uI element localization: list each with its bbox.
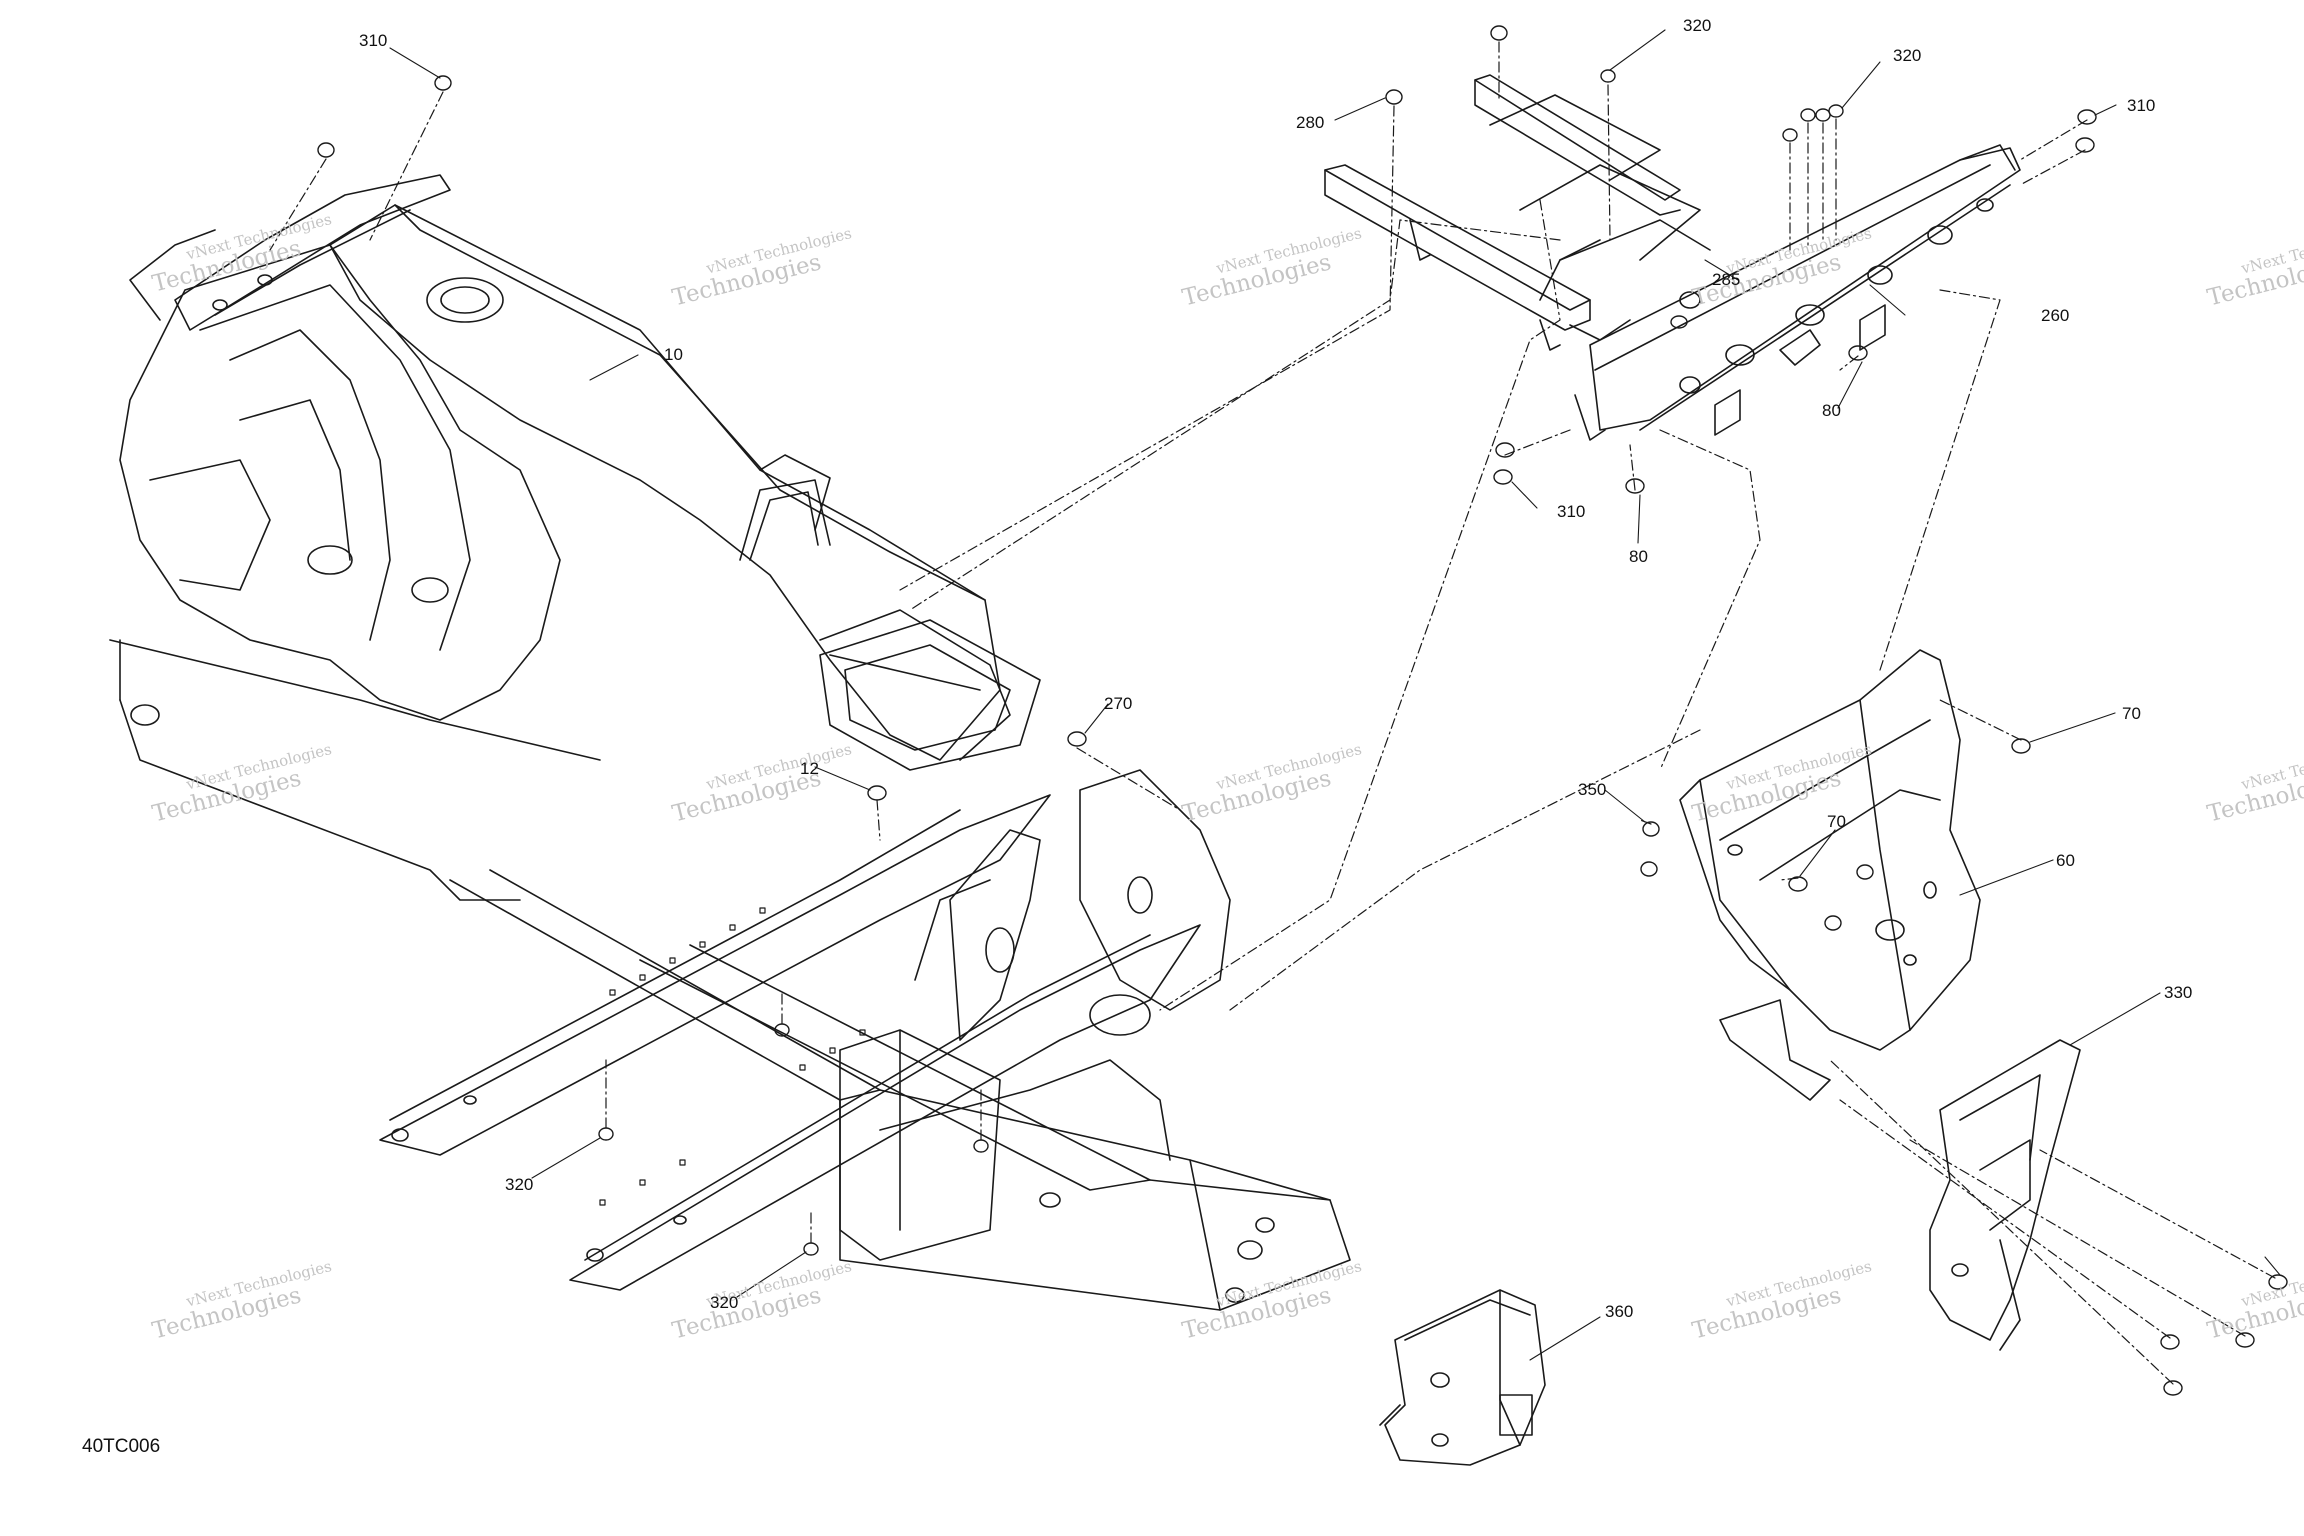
callout-10: 10 bbox=[664, 345, 683, 364]
callout-320: 320 bbox=[1683, 16, 1712, 35]
callout-260: 260 bbox=[2041, 306, 2070, 325]
callout-270: 270 bbox=[1104, 694, 1133, 713]
callout-320: 320 bbox=[710, 1293, 739, 1312]
callout-310: 310 bbox=[1557, 502, 1586, 521]
fasteners bbox=[317, 25, 2288, 1396]
callout-320: 320 bbox=[505, 1175, 534, 1194]
leader-lines bbox=[389, 29, 2281, 1361]
callout-60: 60 bbox=[2056, 851, 2075, 870]
callout-350: 350 bbox=[1578, 780, 1607, 799]
assembly-lines bbox=[269, 41, 2276, 1385]
callout-70: 70 bbox=[2122, 704, 2141, 723]
rear-cross-frame bbox=[1324, 74, 2021, 441]
main-frame bbox=[109, 174, 1351, 1311]
callout-80: 80 bbox=[1629, 547, 1648, 566]
callout-70: 70 bbox=[1827, 812, 1846, 831]
figure-reference: 40TC006 bbox=[82, 1436, 161, 1457]
callout-360: 360 bbox=[1605, 1302, 1634, 1321]
callout-80: 80 bbox=[1822, 401, 1841, 420]
callout-320: 320 bbox=[1893, 46, 1922, 65]
hitch-receiver bbox=[1379, 1289, 1546, 1466]
callout-310: 310 bbox=[2127, 96, 2156, 115]
callout-330: 330 bbox=[2164, 983, 2193, 1002]
callout-280: 280 bbox=[1296, 113, 1325, 132]
callout-12: 12 bbox=[800, 759, 819, 778]
bracket-60 bbox=[1679, 649, 1981, 1101]
callout-285: 285 bbox=[1712, 270, 1741, 289]
callout-310: 310 bbox=[359, 31, 388, 50]
bracket-330 bbox=[1929, 1039, 2081, 1351]
